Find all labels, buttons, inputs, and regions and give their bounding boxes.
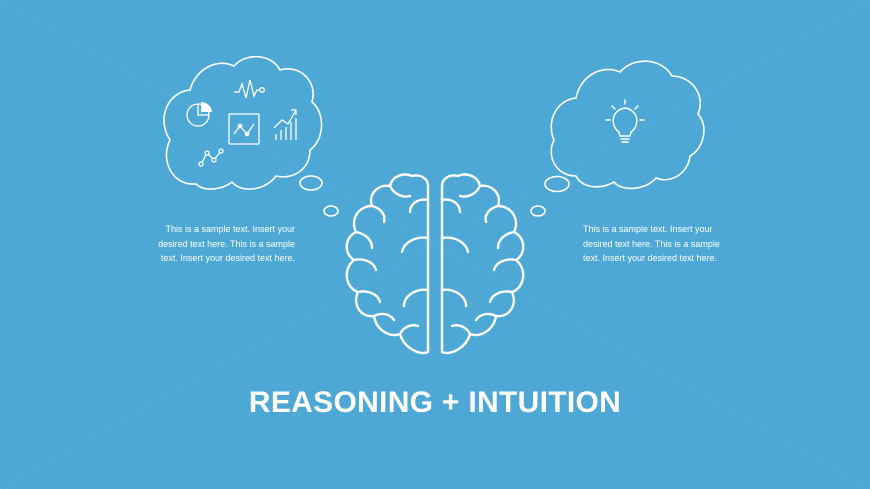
growth-chart-icon (273, 109, 297, 140)
right-caption: This is a sample text. Insert your desir… (583, 224, 720, 263)
pie-chart-icon (186, 101, 212, 127)
left-caption: This is a sample text. Insert your desir… (158, 224, 295, 263)
heartbeat-icon (234, 79, 265, 99)
right-thought-cloud (530, 60, 705, 217)
lightbulb-icon (605, 99, 645, 143)
slide-title: REASONING + INTUITION (248, 386, 622, 419)
trend-line-icon (198, 148, 224, 167)
brain-icon (345, 173, 525, 355)
left-thought-cloud (163, 55, 339, 217)
line-chart-icon (228, 113, 260, 145)
